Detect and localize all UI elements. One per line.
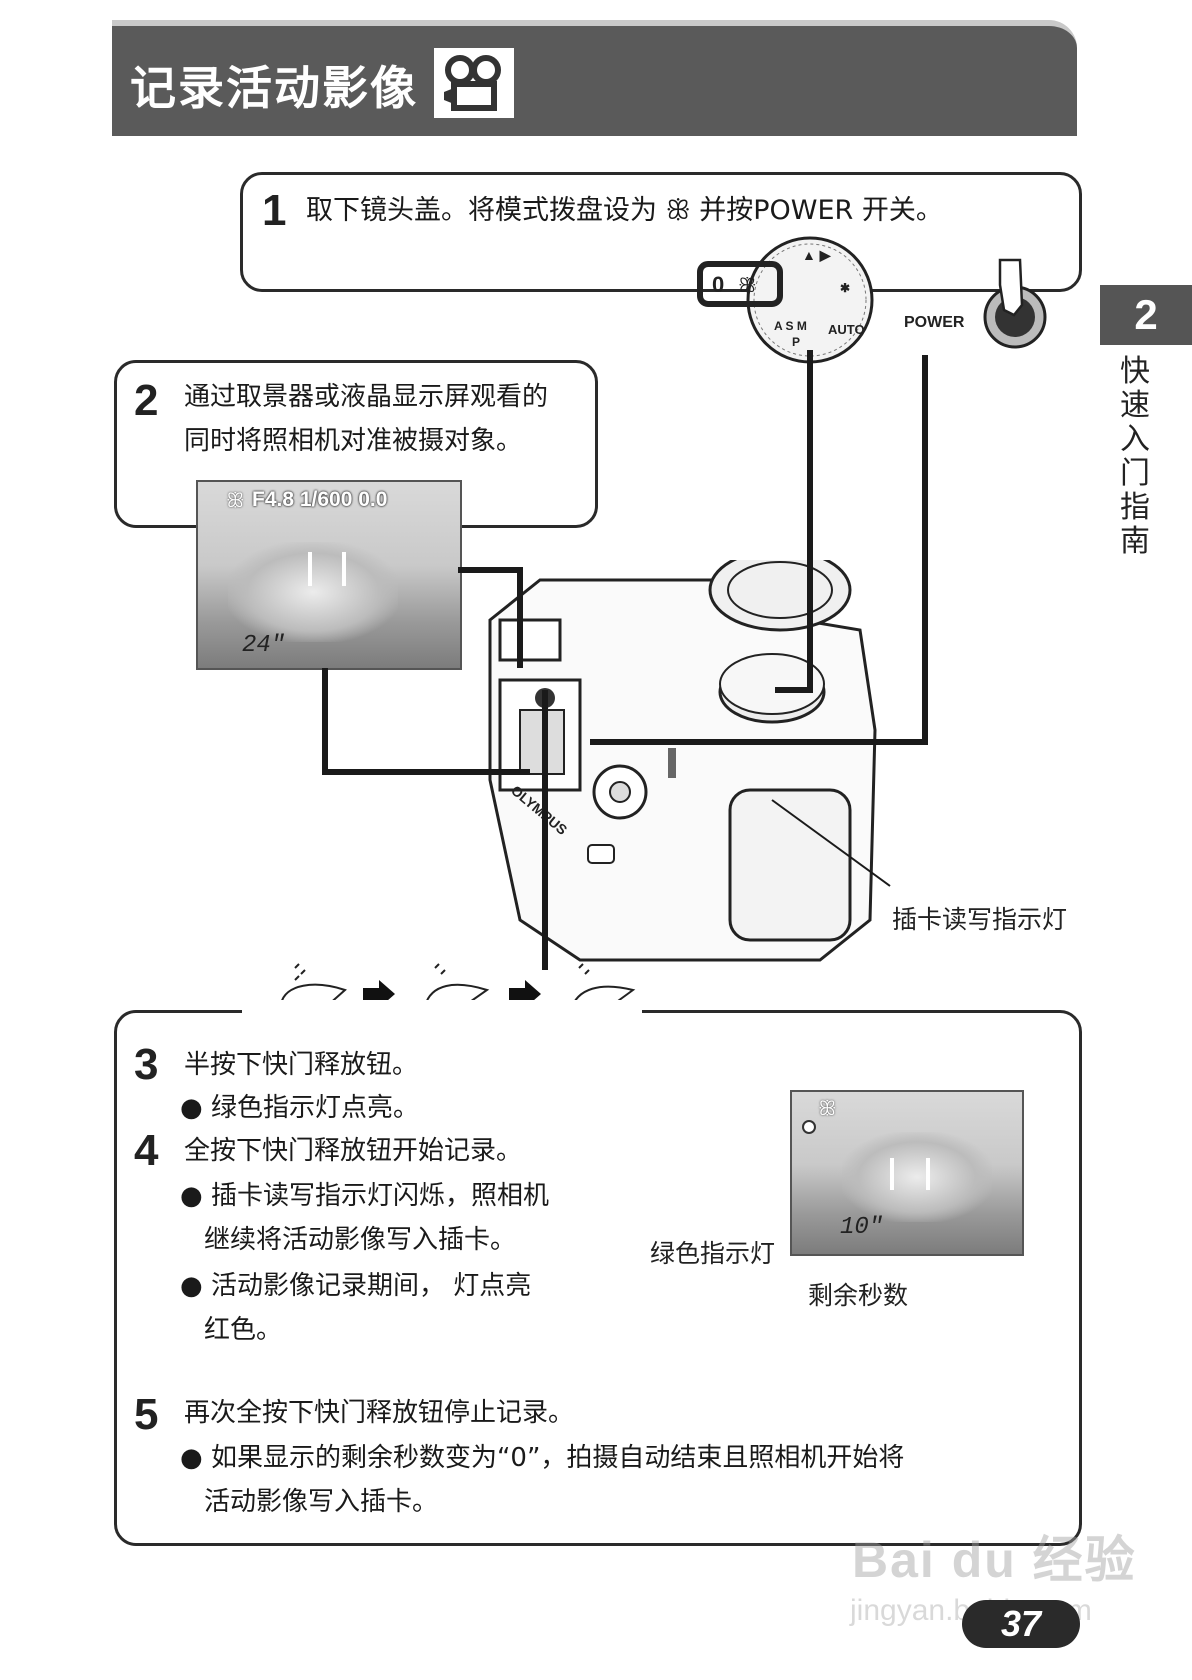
step5-title: 再次全按下快门释放钮停止记录。	[184, 1398, 575, 1428]
step4-number: 4	[134, 1126, 159, 1175]
step4-bullet1-line2: 继续将活动影像写入插卡。	[204, 1225, 517, 1255]
svg-text:ꕥ: ꕥ	[738, 275, 757, 297]
recording-lcd-preview: ꕥ 10"	[790, 1090, 1024, 1256]
step4-bullet2-line2: 红色。	[204, 1315, 283, 1345]
power-label: POWER	[904, 314, 965, 331]
step5-bullet-line1: 如果显示的剩余秒数变为“0”，拍摄自动结束且照相机开始将	[210, 1443, 905, 1473]
svg-text:AUTO: AUTO	[828, 322, 865, 337]
step4-bullet1-line1: 插卡读写指示灯闪烁，照相机	[210, 1181, 549, 1211]
lcd2-remaining-seconds: 10"	[840, 1214, 884, 1241]
chapter-number: 2	[1100, 285, 1192, 345]
page-title: 记录活动影像	[130, 61, 418, 115]
step1-text: 取下镜头盖。将模式拨盘设为 ꕥ 并按POWER 开关。	[306, 195, 943, 226]
camera-illustration: OLYMPUS	[488, 560, 877, 962]
step3-bullet: ● 绿色指示灯点亮。	[180, 1093, 419, 1123]
page-number: 37	[962, 1600, 1080, 1648]
step4-bullet1: ● 插卡读写指示灯闪烁，照相机	[180, 1181, 549, 1211]
lcd-exposure-info: F4.8 1/600 0.0	[252, 488, 388, 511]
chapter-label: 快速入门指南	[1120, 354, 1150, 559]
green-lamp-indicator	[802, 1120, 816, 1134]
svg-text:P: P	[792, 335, 800, 349]
af-target-mark	[308, 552, 346, 586]
lcd-remaining-seconds: 24"	[242, 632, 286, 659]
baidu-watermark: Bai du 经验	[852, 1532, 1137, 1588]
step4-bullet2-line1: 活动影像记录期间， 灯点亮	[210, 1271, 532, 1301]
step2-number: 2	[134, 376, 159, 425]
svg-text:✱: ✱	[840, 281, 850, 295]
step5-number: 5	[134, 1390, 159, 1439]
step4-bullet2: ● 活动影像记录期间， 灯点亮	[180, 1271, 532, 1301]
page-header-banner	[112, 20, 1077, 136]
step3-title: 半按下快门释放钮。	[184, 1050, 419, 1080]
power-button-icon	[983, 258, 1047, 349]
mode-dial-illustration: ▲ ▶ ✱ AUTO P A S M 0 ꕥ	[697, 236, 874, 364]
af-target-mark-2	[890, 1158, 930, 1190]
step2-line1: 通过取景器或液晶显示屏观看的	[184, 382, 549, 412]
svg-text:0: 0	[712, 272, 724, 297]
svg-text:▲ ▶: ▲ ▶	[802, 247, 832, 263]
movie-mode-icon-lcd2: ꕥ	[818, 1096, 837, 1120]
step5-bullet-line2: 活动影像写入插卡。	[204, 1487, 439, 1517]
movie-mode-icon-lcd: ꕥ	[226, 488, 245, 512]
green-lamp-label: 绿色指示灯	[650, 1239, 776, 1268]
svg-text:A S M: A S M	[774, 319, 807, 333]
viewfinder-lcd-preview: ꕥ F4.8 1/600 0.0 24"	[196, 480, 462, 670]
box3-gap	[242, 1000, 642, 1020]
card-access-lamp-label: 插卡读写指示灯	[892, 905, 1068, 934]
step3-number: 3	[134, 1040, 159, 1089]
remaining-seconds-label: 剩余秒数	[808, 1281, 909, 1310]
step1-box	[240, 172, 1082, 292]
step5-bullet: ● 如果显示的剩余秒数变为“0”，拍摄自动结束且照相机开始将	[180, 1443, 905, 1473]
step3-bullet-text: 绿色指示灯点亮。	[210, 1093, 419, 1123]
movie-mode-icon	[434, 48, 514, 118]
step1-number: 1	[262, 186, 287, 235]
step2-line2: 同时将照相机对准被摄对象。	[184, 426, 523, 456]
step4-title: 全按下快门释放钮开始记录。	[184, 1136, 523, 1166]
